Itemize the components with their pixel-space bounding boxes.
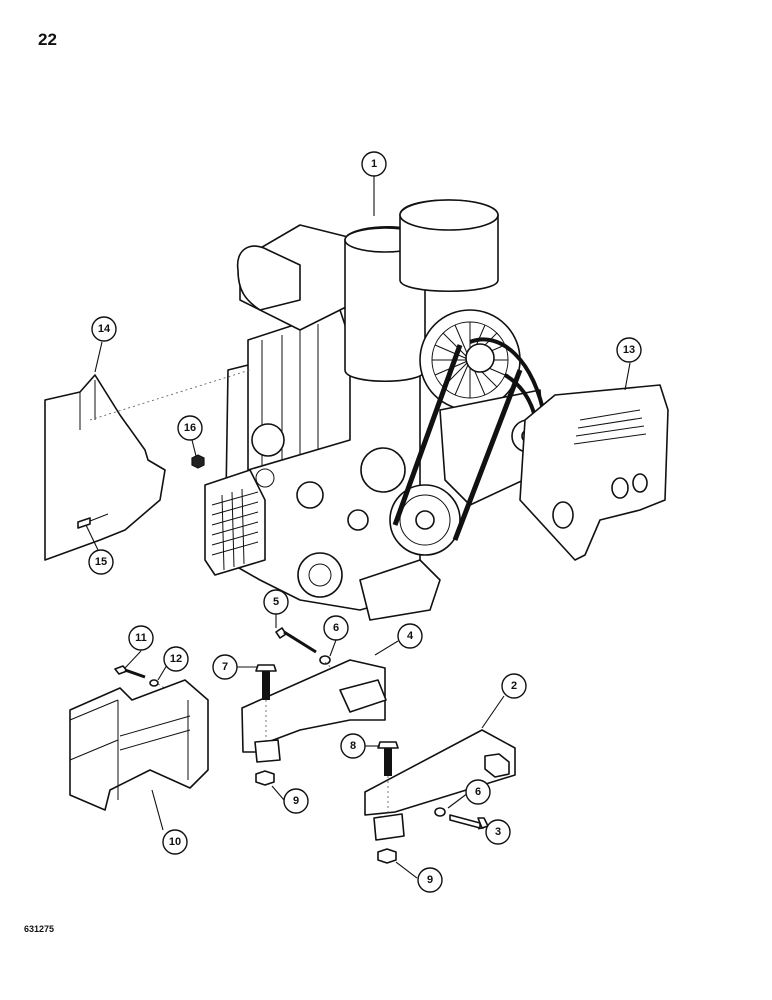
callout-13: 13	[616, 337, 642, 363]
callout-7: 7	[212, 654, 238, 680]
svg-text:9: 9	[293, 795, 299, 807]
page-number: 22	[38, 30, 57, 49]
callout-6-upper: 6	[323, 615, 349, 641]
svg-text:5: 5	[273, 596, 279, 608]
callout-3: 3	[485, 819, 511, 845]
callout-12: 12	[163, 646, 189, 672]
svg-text:6: 6	[475, 786, 481, 798]
callout-10: 10	[162, 829, 188, 855]
callout-6-lower: 6	[465, 779, 491, 805]
svg-text:1: 1	[371, 158, 377, 170]
svg-text:7: 7	[222, 661, 228, 673]
svg-text:14: 14	[98, 323, 111, 335]
callout-5: 5	[263, 589, 289, 615]
svg-text:3: 3	[495, 826, 501, 838]
callout-9-right: 9	[417, 867, 443, 893]
callout-1: 1	[361, 151, 387, 177]
callout-9-left: 9	[283, 788, 309, 814]
engine-assembly	[204, 199, 547, 621]
svg-text:13: 13	[623, 344, 635, 356]
left-side-shield	[44, 374, 166, 561]
figure-code: 631275	[24, 924, 55, 934]
callout-15: 15	[88, 549, 114, 575]
callout-8: 8	[340, 733, 366, 759]
shield-louvers	[573, 409, 647, 445]
callout-14: 14	[91, 316, 117, 342]
right-mount-rail	[364, 729, 516, 816]
callout-2: 2	[501, 673, 527, 699]
callout-11: 11	[128, 625, 154, 651]
svg-text:6: 6	[333, 622, 339, 634]
svg-text:15: 15	[95, 556, 107, 568]
svg-text:12: 12	[170, 653, 182, 665]
svg-text:16: 16	[184, 422, 196, 434]
svg-text:2: 2	[511, 680, 517, 692]
right-side-shield	[519, 384, 669, 561]
svg-text:4: 4	[407, 630, 414, 642]
svg-text:9: 9	[427, 874, 433, 886]
svg-text:8: 8	[350, 740, 356, 752]
callout-4: 4	[397, 623, 423, 649]
callout-16: 16	[177, 415, 203, 441]
svg-text:10: 10	[169, 836, 181, 848]
svg-text:11: 11	[135, 632, 147, 644]
leader-lines	[85, 176, 631, 879]
